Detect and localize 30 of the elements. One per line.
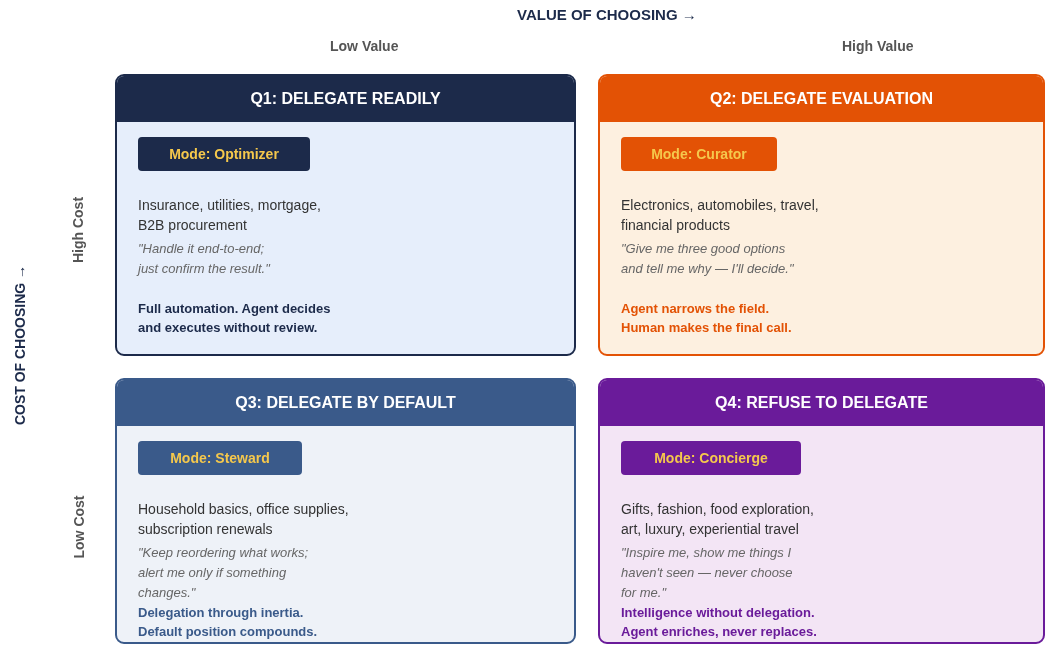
takeaway-text: Full automation. Agent decides and executes without review. [138,300,332,337]
takeaway-text: Intelligence without delegation. Agent enriches, never replaces. [621,604,818,641]
quote-text: "Handle it end-to-end; just confirm the result." [138,240,270,278]
takeaway-text: Delegation through inertia. Default position compounds. [138,604,319,641]
quote-text: "Inspire me, show me things I haven't seen — never choose for me." [621,544,794,602]
axis-title: VALUE OF CHOOSING → [517,6,697,23]
category-text: Gifts, fashion, food exploration, art, luxury, experiential travel [621,500,815,539]
quadrant-card [115,378,576,644]
quadrant-title: Q3: DELEGATE BY DEFAULT [117,380,574,426]
category-text: Electronics, automobiles, travel, financial products [621,196,820,235]
column-label: Low Value [330,38,399,54]
quadrant-card [115,74,576,356]
column-label: High Value [842,38,914,54]
quadrant-title: Q1: DELEGATE READILY [117,76,574,122]
quadrant-title: Q4: REFUSE TO DELEGATE [600,380,1043,426]
row-label: High Cost [70,196,87,264]
quadrant-title: Q2: DELEGATE EVALUATION [600,76,1043,122]
mode-badge: Mode: Curator [621,137,777,171]
quadrant-card [598,74,1045,356]
takeaway-text: Agent narrows the field. Human makes the final call. [621,300,793,337]
mode-badge: Mode: Optimizer [138,137,310,171]
quote-text: "Keep reordering what works; alert me only if something changes." [138,544,310,602]
category-text: Insurance, utilities, mortgage, B2B procurement [138,196,322,235]
category-text: Household basics, office supplies, subscription renewals [138,500,350,539]
quadrant-card [598,378,1045,644]
mode-badge: Mode: Concierge [621,441,801,475]
axis-title: COST OF CHOOSING → [12,264,29,426]
row-label: Low Cost [70,495,86,559]
mode-badge: Mode: Steward [138,441,302,475]
quote-text: "Give me three good options and tell me why — I'll decide." [621,240,795,278]
